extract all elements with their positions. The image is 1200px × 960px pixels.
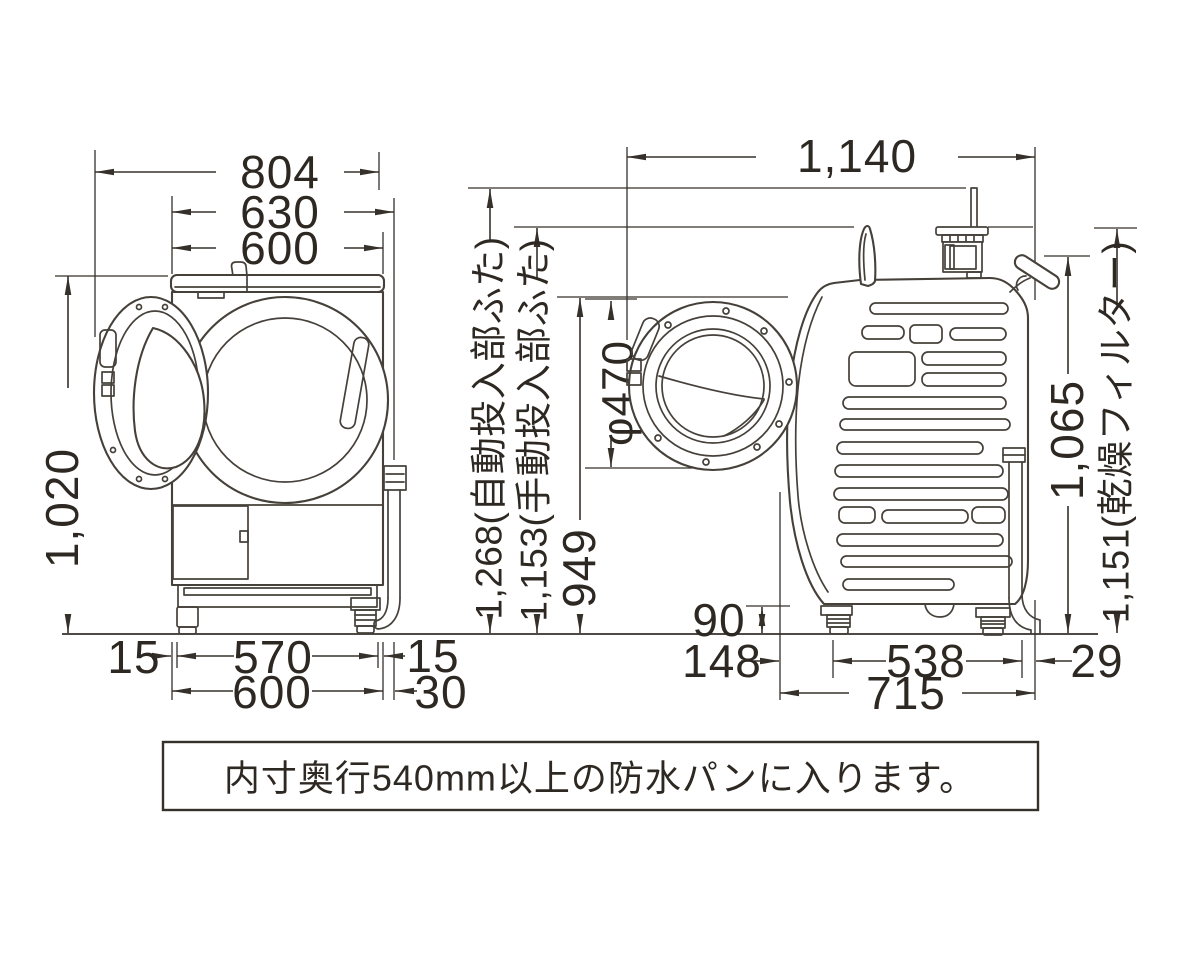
front-open-door [92,295,210,491]
side-water-inlet [935,187,989,279]
dim-side-base-clearance: 90 [692,594,745,646]
dim-side-height-1065: 1,065 [1041,380,1093,500]
front-view-machine [92,261,407,635]
dim-side-depth-total: 1,140 [797,130,917,182]
dim-side-height-auto-lid: 1,268(自動投入部ふた) [469,236,510,619]
front-view-dimensions: 804 630 600 1,020 15 570 15 600 30 [36,146,467,718]
side-vent-slots [833,302,1013,591]
dim-front-foot-span: 570 [233,631,313,683]
dim-front-height: 1,020 [36,448,88,568]
side-drain-standpipe [1002,447,1041,634]
dim-side-base-depth: 715 [866,667,946,719]
dim-side-front-foot-offset: 148 [682,635,762,687]
dim-side-rear-offset: 29 [1070,635,1123,687]
dim-side-height-filter: 1,151(乾燥フィルター) [1096,241,1137,624]
note-text: 内寸奥行540mm以上の防水パンに入ります。 [224,758,976,799]
side-open-door-ring [626,300,799,472]
dim-side-height-manual-lid: 1,153(手動投入部ふた) [514,238,555,621]
dim-front-width-630: 630 [240,186,320,238]
dim-side-foot-span: 538 [886,635,966,687]
note-box: 内寸奥行540mm以上の防水パンに入ります。 [161,740,1040,812]
dim-front-foot-gap-right: 15 [406,630,459,682]
dim-front-width-total: 804 [240,146,320,198]
side-view-machine [626,187,1061,636]
dim-front-width-600-bottom: 600 [232,666,312,718]
dim-front-foot-gap-left: 15 [107,631,160,683]
dim-side-height-door-top: 949 [553,528,605,608]
dim-front-hose-offset: 30 [414,666,467,718]
side-filter-handle [1009,254,1061,293]
dim-front-width-600-top: 600 [240,222,320,274]
side-view-dimensions: 1,140 1,268(自動投入部ふた) 1,153(手動投入部ふた) 949 … [468,130,1137,719]
side-manual-lid-open [858,224,877,288]
